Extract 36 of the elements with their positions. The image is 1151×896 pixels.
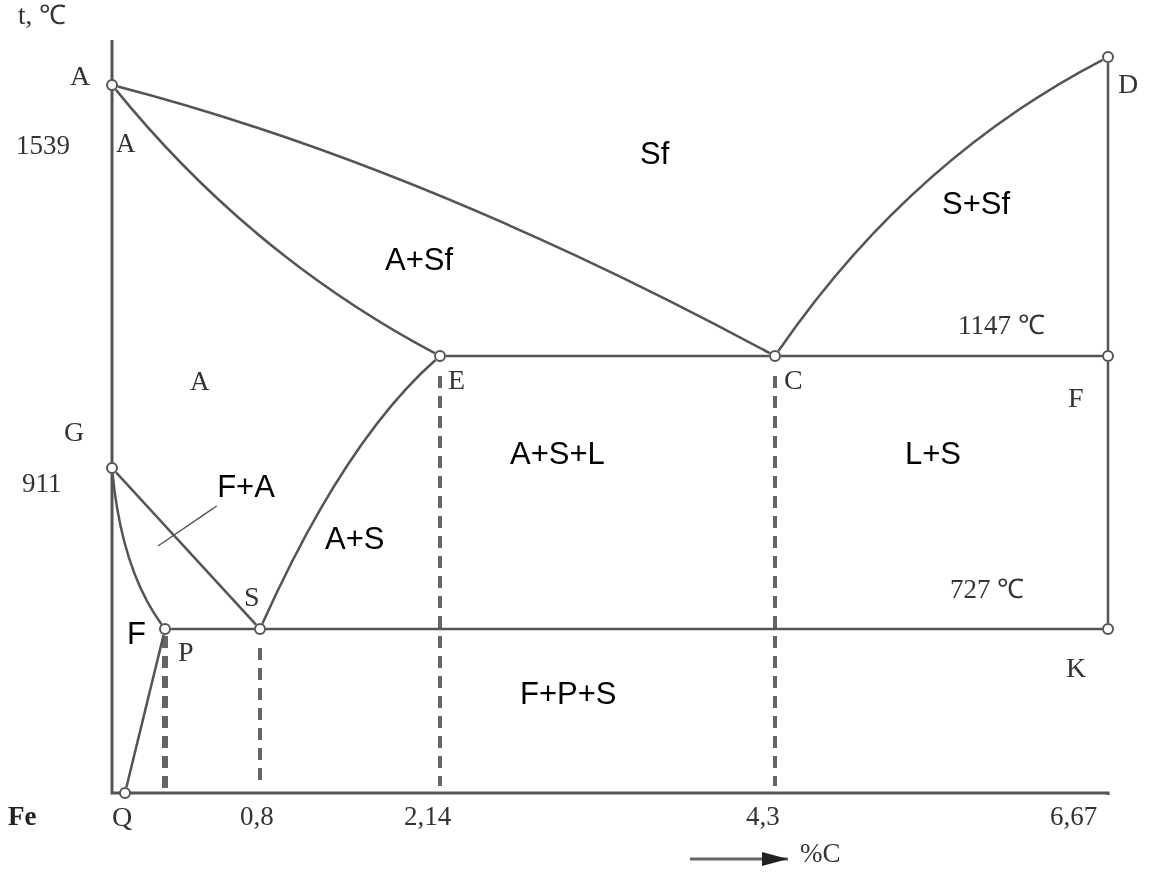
point-marker — [434, 350, 446, 362]
phase-boundary-line — [261, 359, 437, 625]
phase-boundary-line — [125, 634, 165, 788]
point-marker — [106, 462, 118, 474]
point-marker — [1102, 350, 1114, 362]
point-marker — [106, 79, 118, 91]
point-label: Q — [112, 803, 133, 831]
phase-boundary-line — [111, 473, 163, 625]
point-label: P — [178, 638, 194, 666]
point-marker — [1102, 51, 1114, 63]
leader-line — [157, 505, 218, 547]
point-label: E — [448, 366, 466, 394]
phase-boundary-line — [117, 85, 771, 355]
point-label: C — [784, 366, 803, 394]
phase-boundary-line — [1106, 362, 1110, 623]
phase-boundary-line — [115, 471, 257, 626]
phase-boundary-line — [171, 627, 254, 631]
phase-label: F+A — [217, 470, 275, 502]
point-label: D — [1118, 70, 1139, 98]
point-label: G — [64, 418, 85, 446]
axis-label: t, ℃ — [18, 2, 66, 29]
point-marker — [1102, 623, 1114, 635]
phase-boundary-line — [1106, 63, 1110, 350]
point-label: A — [70, 62, 91, 90]
point-marker — [159, 623, 171, 635]
point-label: F — [1068, 384, 1084, 412]
phase-boundary-line — [781, 354, 1102, 358]
point-marker — [254, 623, 266, 635]
point-marker — [119, 787, 131, 799]
point-marker — [769, 350, 781, 362]
phase-boundary-line — [777, 58, 1104, 352]
phase-boundary-line — [446, 354, 769, 358]
phase-boundary-line — [266, 627, 1102, 631]
phase-boundary-line — [114, 88, 436, 355]
point-label: S — [244, 583, 260, 611]
point-label: K — [1066, 654, 1087, 682]
